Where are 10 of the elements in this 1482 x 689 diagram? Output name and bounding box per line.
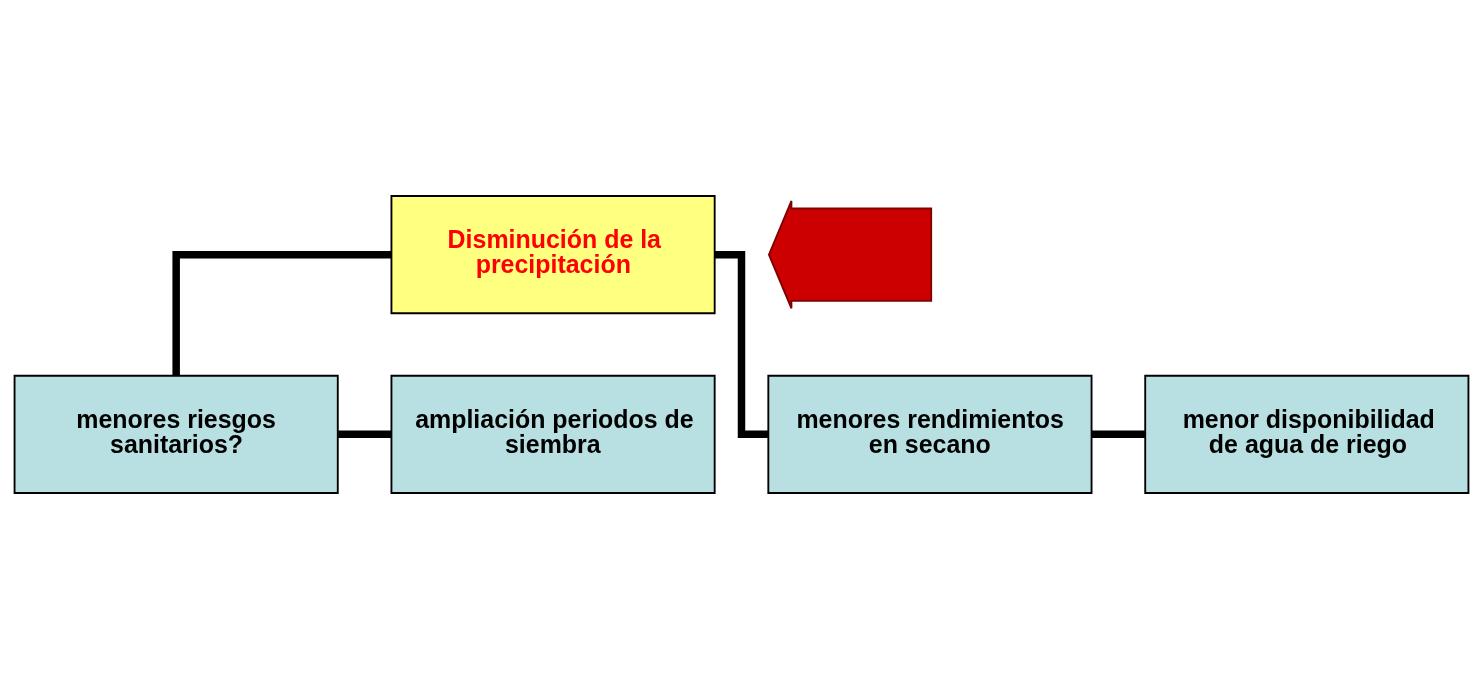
node-box: menores rendimientos en secano [766, 374, 1092, 494]
node-box: menores riesgos sanitarios? [13, 374, 339, 494]
node-arrow [767, 200, 932, 310]
connector [1091, 430, 1145, 439]
connector [337, 430, 391, 439]
node-box: menor disponibilidad de agua de riego [1143, 374, 1469, 494]
node-box: ampliación periodos de siembra [390, 374, 716, 494]
connector [714, 250, 768, 439]
node-box: Disminución de la precipitación [390, 195, 716, 315]
connector [171, 250, 391, 376]
